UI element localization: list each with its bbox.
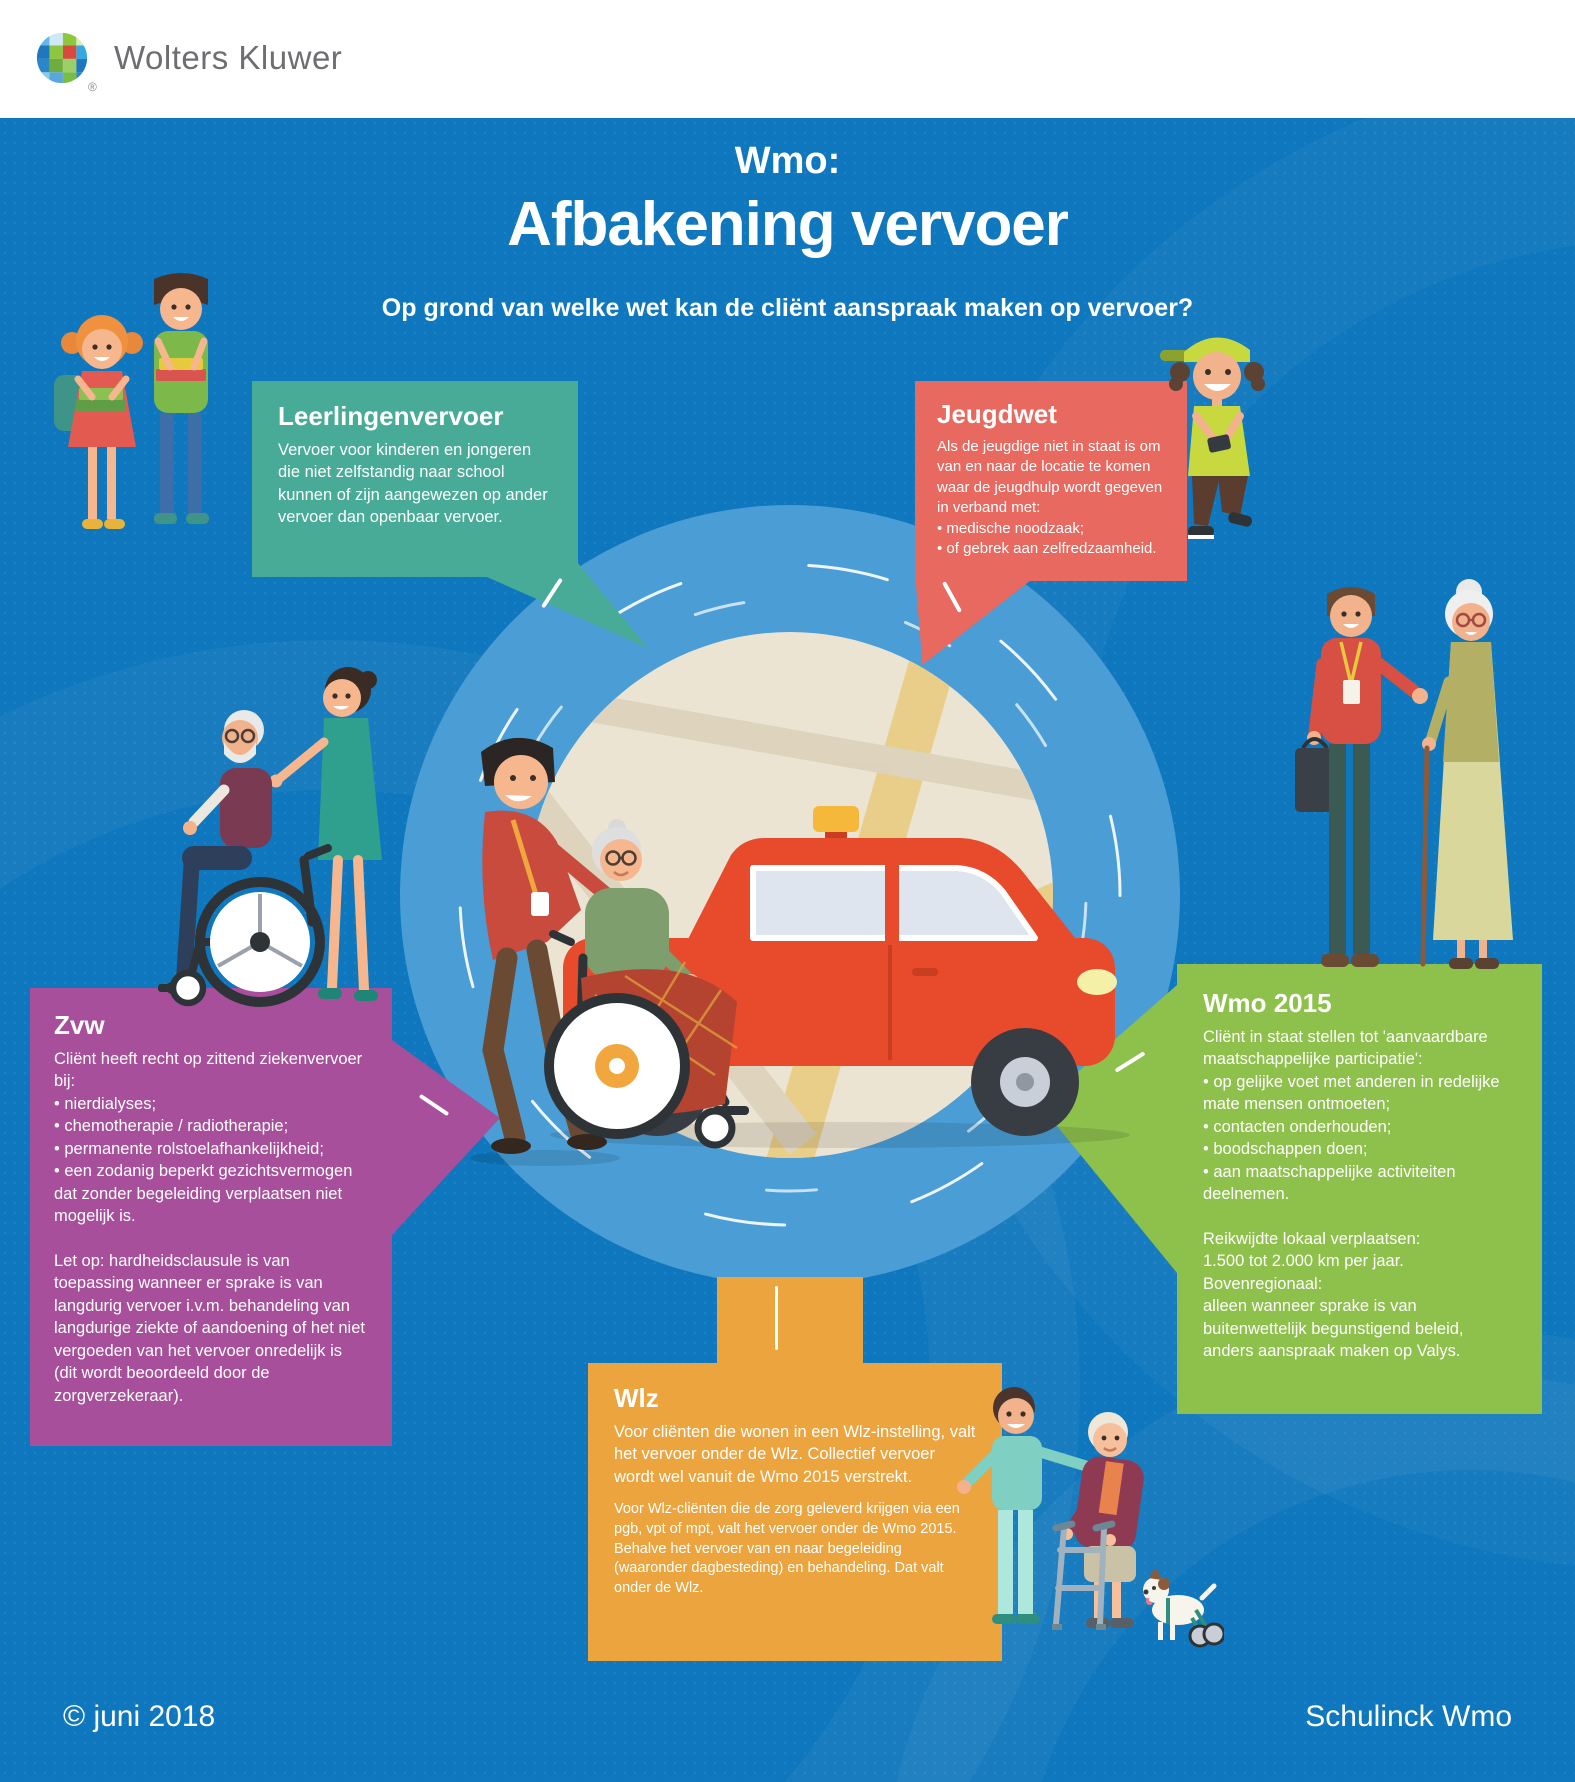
elderly-man-figure [1295,587,1428,967]
page-subtitle: Op grond van welke wet kan de cliënt aan… [381,294,1194,322]
box-body-jeugdwet: Als de jeugdige niet in staat is om van … [937,438,1163,557]
elderly-couple-illustration [1295,579,1513,969]
wheelchair-passenger-figure [544,819,749,1149]
box-title-zvw: Zvw [54,1010,105,1040]
pushing-woman-figure [269,667,382,1001]
nurse-figure [957,1387,1098,1624]
schoolboy-figure [154,273,209,524]
badge-icon [1343,680,1360,704]
box-wlz: Wlz Voor cliënten die wonen in een Wlz-i… [588,1363,1002,1661]
box-title-jeugdwet: Jeugdwet [937,399,1057,429]
box-zvw: Zvw Cliënt heeft recht op zittend zieken… [30,988,392,1446]
wolters-kluwer-mosaic-icon [36,32,88,84]
schoolgirl-figure [54,315,143,529]
box-body-zvw: Cliënt heeft recht op zittend ziekenverv… [54,1050,365,1405]
cane-icon [1420,745,1430,967]
youth-with-phone-illustration [1160,337,1265,539]
taxi-light-icon [813,806,859,832]
wolters-kluwer-logo: Wolters Kluwer [36,32,342,84]
walker-icon [1052,1520,1116,1630]
box-wmo2015: Wmo 2015 Cliënt in staat stellen tot 'aa… [1177,964,1542,1414]
header-bar: Wolters Kluwer ® [0,0,1575,118]
wheelchair-wheel [195,877,325,1007]
title-block: Wmo: Afbakening vervoer Op grond van wel… [0,140,1575,323]
phone-icon [1207,434,1231,453]
elderly-woman-figure [1420,579,1513,969]
page-title: Afbakening vervoer [507,190,1069,259]
spoke-dash [775,1286,778,1350]
shopping-bag-icon [1295,748,1339,812]
box-leerlingenvervoer: Leerlingenvervoer Vervoer voor kinderen … [252,381,578,577]
footer-brand: Schulinck Wmo [1305,1700,1512,1733]
box-title-wmo2015: Wmo 2015 [1203,988,1332,1018]
headlight-icon [1077,969,1117,995]
students-illustration [54,273,209,529]
registered-mark: ® [88,80,97,94]
box-body-leerlingenvervoer: Vervoer voor kinderen en jongeren die ni… [278,441,548,527]
box-title-leerlingenvervoer: Leerlingenvervoer [278,401,504,431]
elderly-woman-walker-figure [1061,1412,1144,1628]
dog-with-wheels-figure [1143,1568,1224,1648]
walker-assistance-illustration [957,1387,1224,1648]
box-body-wmo2015: Cliënt in staat stellen tot 'aanvaardbar… [1203,1028,1500,1361]
connector-wlz [717,1277,863,1365]
box-jeugdwet: Jeugdwet Als de jeugdige niet in staat i… [915,381,1187,581]
title-kicker: Wmo: [734,140,841,182]
footer-date: © juni 2018 [63,1700,216,1733]
box-body-wlz-1: Voor cliënten die wonen in een Wlz-inste… [614,1423,976,1486]
taxi-scene-illustration [470,632,1130,1166]
box-title-wlz: Wlz [614,1383,659,1413]
wheelchair-man-figure [158,710,332,1007]
wheelchair-assistance-illustration [158,667,382,1007]
brand-name: Wolters Kluwer [114,39,343,76]
box-body-wlz-2: Voor Wlz-cliënten die de zorg geleverd k… [614,1501,960,1597]
